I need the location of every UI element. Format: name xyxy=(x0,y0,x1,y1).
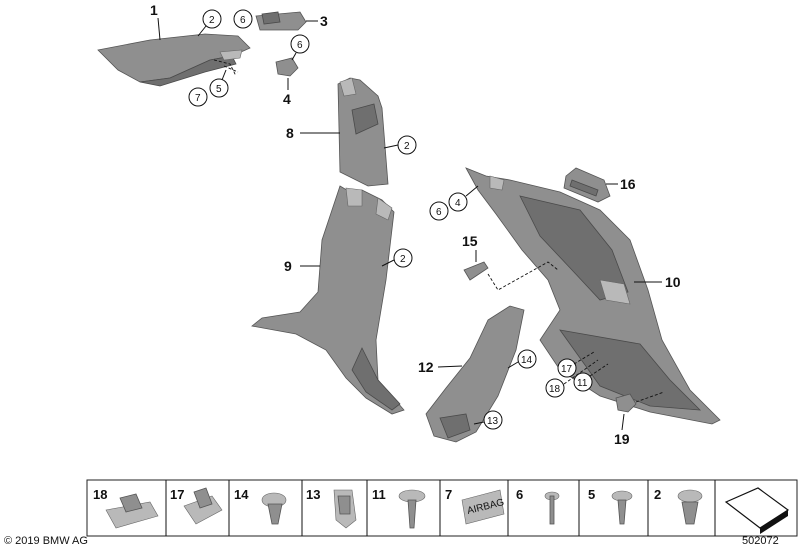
strip-part-6-rivet xyxy=(544,491,560,525)
strip-part-11-screw xyxy=(398,489,426,529)
label-3: 3 xyxy=(320,13,328,29)
strip-label-7: 7 xyxy=(445,487,452,502)
part-8-b-pillar-upper xyxy=(337,77,389,187)
part-19-clip xyxy=(615,393,637,413)
circle-label-7: 7 xyxy=(195,93,201,104)
part-4-bracket xyxy=(275,57,299,77)
circle-label-5: 5 xyxy=(216,84,222,95)
label-9: 9 xyxy=(284,258,292,274)
strip-label-11: 11 xyxy=(372,487,386,502)
part-12-lower-trim xyxy=(425,305,525,443)
circle-label-2c: 2 xyxy=(400,254,406,265)
strip-label-18: 18 xyxy=(93,487,107,502)
circle-label-4: 4 xyxy=(455,198,461,209)
circle-label-6b: 6 xyxy=(297,40,303,51)
copyright-text: © 2019 BMW AG xyxy=(4,535,88,547)
wedge-symbol-icon xyxy=(724,487,790,534)
label-4: 4 xyxy=(283,91,291,107)
part-15-clip xyxy=(463,261,489,281)
strip-part-17-clip xyxy=(183,487,223,525)
label-16: 16 xyxy=(620,176,636,192)
strip-label-13: 13 xyxy=(306,487,320,502)
label-1: 1 xyxy=(150,2,158,18)
strip-part-5-screw xyxy=(611,490,633,525)
parts-strip: 18 17 14 13 11 7 6 5 2 xyxy=(86,479,798,537)
label-8: 8 xyxy=(286,125,294,141)
label-19: 19 xyxy=(614,431,630,447)
strip-label-2: 2 xyxy=(654,487,661,502)
circle-label-2b: 2 xyxy=(404,141,410,152)
circle-label-6c: 6 xyxy=(436,207,442,218)
part-1-a-pillar-trim xyxy=(97,33,251,87)
part-10-rear-side-trim xyxy=(465,167,721,425)
circle-label-11: 11 xyxy=(577,378,588,389)
document-number: 502072 xyxy=(742,535,779,547)
part-3-cover xyxy=(255,11,307,31)
strip-label-5: 5 xyxy=(588,487,595,502)
strip-part-18-clip xyxy=(105,493,159,529)
circle-label-18: 18 xyxy=(549,384,561,395)
circle-label-17: 17 xyxy=(561,364,573,375)
circle-label-13: 13 xyxy=(487,416,499,427)
part-16-vent-grille xyxy=(563,167,611,203)
label-10: 10 xyxy=(665,274,681,290)
strip-part-2-expanding-clip xyxy=(677,489,703,525)
label-12: 12 xyxy=(418,359,434,375)
strip-part-13-spring-nut xyxy=(333,489,357,529)
strip-part-7-airbag-badge: AIRBAG xyxy=(461,489,506,525)
circle-label-14: 14 xyxy=(521,355,533,366)
label-15: 15 xyxy=(462,233,478,249)
strip-label-6: 6 xyxy=(516,487,523,502)
circle-label-2a: 2 xyxy=(209,15,215,26)
strip-part-14-push-pin xyxy=(261,492,287,525)
strip-label-14: 14 xyxy=(234,487,249,502)
circle-label-6a: 6 xyxy=(240,15,246,26)
strip-label-17: 17 xyxy=(170,487,184,502)
part-9-b-pillar-lower xyxy=(251,185,405,415)
